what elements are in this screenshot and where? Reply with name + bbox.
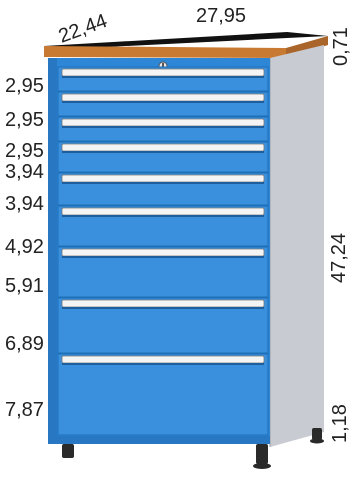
foot-height-dimension: 1,18: [329, 404, 351, 443]
drawer-handle[interactable]: [61, 118, 265, 127]
drawer-height-label: 2,95: [5, 140, 44, 162]
drawer-2[interactable]: [57, 91, 269, 117]
top-thickness-dimension: 0,71: [330, 27, 352, 66]
drawer-height-label: 2,95: [5, 109, 44, 131]
drawer-height-label: 7,87: [5, 399, 44, 421]
drawer-5[interactable]: [57, 172, 269, 206]
drawer-3[interactable]: [57, 116, 269, 142]
drawer-handle[interactable]: [61, 93, 265, 102]
drawer-handle-shadow: [62, 256, 264, 258]
drawer-height-label: 4,92: [5, 236, 44, 258]
drawer-handle-shadow: [62, 182, 264, 184]
drawer-9[interactable]: [57, 353, 269, 436]
drawer-1[interactable]: [57, 66, 269, 92]
drawer-4[interactable]: [57, 141, 269, 173]
drawer-handle-shadow: [62, 101, 264, 103]
foot-front-left: [62, 444, 74, 458]
drawer-handle[interactable]: [61, 68, 265, 77]
worktop-top-surface: [44, 32, 328, 48]
drawer-height-label: 2,95: [5, 75, 44, 97]
drawer-7[interactable]: [57, 246, 269, 298]
drawer-handle-shadow: [62, 363, 264, 365]
drawer-6[interactable]: [57, 205, 269, 247]
drawer-handle-shadow: [62, 307, 264, 309]
drawer-handle[interactable]: [61, 299, 265, 308]
foot-back-right: [312, 428, 322, 440]
drawer-height-label: 5,91: [5, 275, 44, 297]
cabinet-side-panel: [270, 45, 324, 447]
height-dimension: 47,24: [328, 232, 350, 283]
foot-front-right: [256, 444, 268, 464]
drawer-handle[interactable]: [61, 355, 265, 364]
drawer-handle-shadow: [62, 151, 264, 153]
drawer-height-label: 6,89: [5, 333, 44, 355]
drawer-handle-shadow: [62, 126, 264, 128]
worktop-front-edge: [44, 46, 286, 58]
width-dimension: 27,95: [196, 5, 247, 27]
drawer-handle-shadow: [62, 76, 264, 78]
drawer-8[interactable]: [57, 297, 269, 354]
drawer-handle[interactable]: [61, 207, 265, 216]
drawer-handle-shadow: [62, 215, 264, 217]
drawer-handle[interactable]: [61, 143, 265, 152]
drawer-handle[interactable]: [61, 174, 265, 183]
drawer-height-label: 3,94: [5, 161, 44, 183]
drawer-height-label: 3,94: [5, 193, 44, 215]
drawer-handle[interactable]: [61, 248, 265, 257]
drawer-front: [57, 353, 269, 436]
